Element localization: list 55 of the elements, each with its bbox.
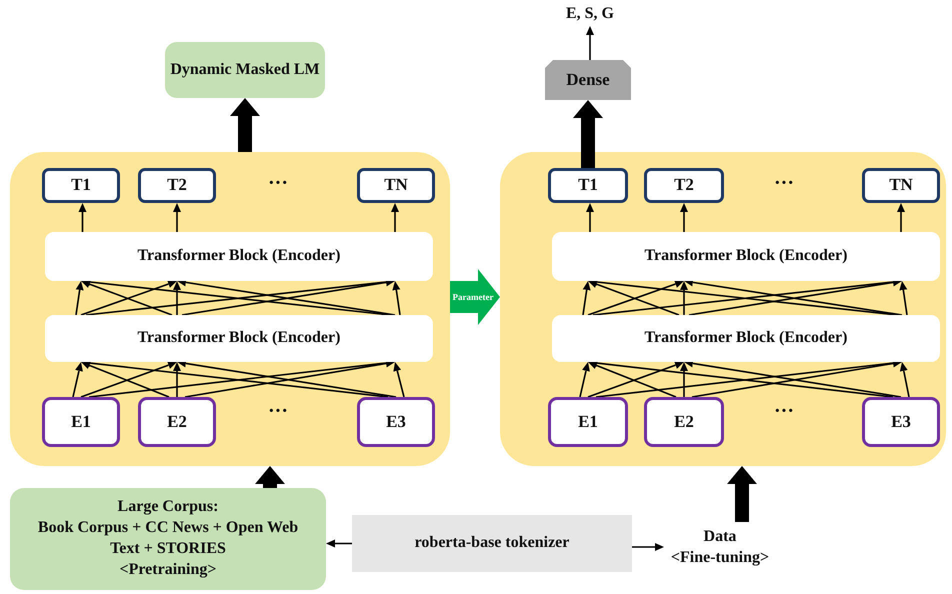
output-token-box: T1 bbox=[42, 168, 120, 203]
arrow bbox=[680, 281, 688, 315]
embedding-box: E1 bbox=[42, 397, 120, 447]
transformer-block: Transformer Block (Encoder) bbox=[552, 232, 940, 281]
ellipsis: ··· bbox=[266, 172, 289, 195]
output-label: E, S, G bbox=[552, 2, 628, 26]
output-token-box: T2 bbox=[644, 168, 724, 203]
block-arrow bbox=[450, 269, 500, 325]
arrow bbox=[632, 543, 664, 551]
arrow bbox=[173, 281, 181, 315]
embedding-box: E2 bbox=[138, 397, 216, 447]
arrow bbox=[78, 203, 86, 232]
arrow bbox=[391, 203, 399, 232]
arrow bbox=[393, 362, 405, 398]
dense-layer-box: Dense bbox=[545, 60, 631, 100]
block-arrow bbox=[573, 100, 603, 168]
model-panel bbox=[10, 152, 450, 466]
corpus-box: Large Corpus: Book Corpus + CC News + Open Web Text + STORIES <Pretraining> bbox=[10, 488, 326, 590]
arrow bbox=[680, 203, 688, 232]
arrow bbox=[900, 362, 910, 398]
arrow bbox=[899, 281, 908, 316]
arrow bbox=[75, 281, 84, 316]
output-token-box: T1 bbox=[548, 168, 628, 203]
embedding-box: E2 bbox=[644, 397, 724, 447]
arrow bbox=[586, 26, 594, 60]
ellipsis: ··· bbox=[772, 400, 795, 423]
edge-label: Parameter bbox=[452, 292, 494, 302]
output-token-box: TN bbox=[862, 168, 940, 203]
block-arrow bbox=[255, 466, 285, 488]
arrow bbox=[72, 362, 83, 398]
output-label: Data <Fine-tuning> bbox=[664, 522, 776, 574]
transformer-block: Transformer Block (Encoder) bbox=[45, 315, 433, 362]
transformer-block: Transformer Block (Encoder) bbox=[45, 232, 433, 281]
arrow bbox=[582, 281, 591, 316]
ellipsis: ··· bbox=[772, 172, 795, 195]
embedding-box: E3 bbox=[357, 397, 435, 447]
arrow bbox=[579, 362, 590, 398]
arrow bbox=[586, 203, 594, 232]
arrow bbox=[897, 203, 905, 232]
arrow bbox=[392, 281, 401, 316]
ellipsis: ··· bbox=[266, 400, 289, 423]
block-arrow bbox=[727, 466, 757, 522]
transformer-block: Transformer Block (Encoder) bbox=[552, 315, 940, 362]
output-token-box: TN bbox=[357, 168, 435, 203]
model-panel bbox=[500, 152, 946, 466]
output-token-box: T2 bbox=[138, 168, 216, 203]
arrow bbox=[326, 540, 352, 548]
arrow bbox=[680, 362, 688, 397]
embedding-box: E1 bbox=[548, 397, 628, 447]
arrow bbox=[173, 203, 181, 232]
tokenizer-box: roberta-base tokenizer bbox=[352, 515, 632, 572]
block-arrow bbox=[230, 98, 260, 152]
arrow bbox=[173, 362, 181, 397]
embedding-box: E3 bbox=[862, 397, 940, 447]
task-box: Dynamic Masked LM bbox=[165, 42, 325, 98]
